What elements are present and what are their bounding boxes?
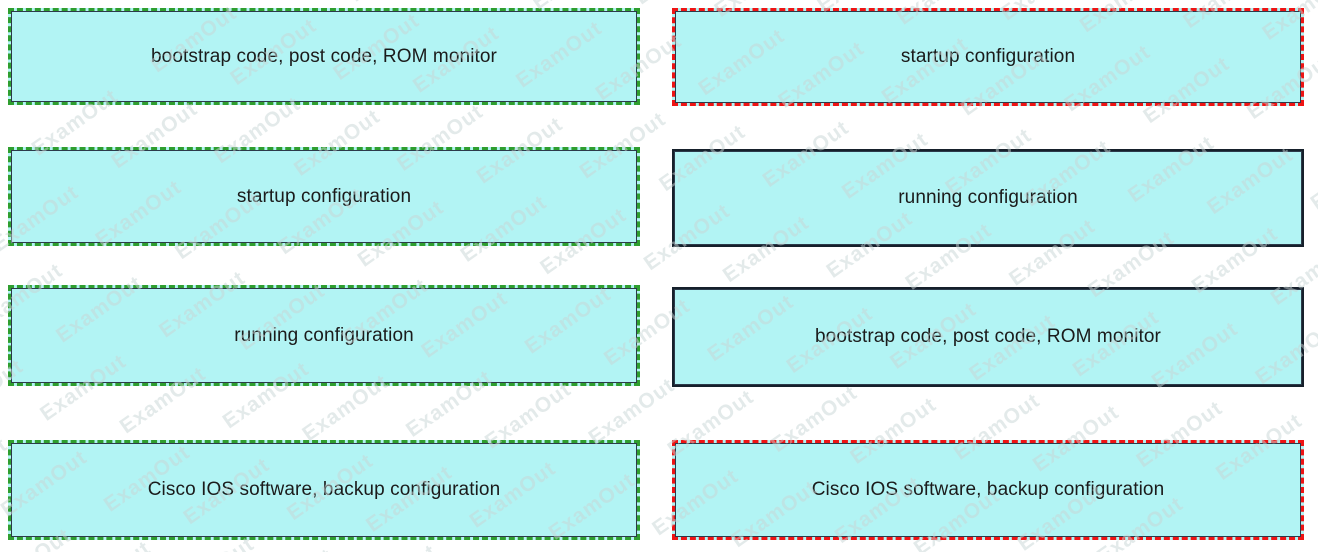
- left-box-2[interactable]: startup configuration: [8, 147, 640, 246]
- left-box-4[interactable]: Cisco IOS software, backup configuration: [8, 440, 640, 540]
- left-box-1[interactable]: bootstrap code, post code, ROM monitor: [8, 8, 640, 105]
- right-box-3-label: bootstrap code, post code, ROM monitor: [815, 326, 1161, 347]
- right-box-4[interactable]: Cisco IOS software, backup configuration: [672, 440, 1304, 540]
- right-box-2-label: running configuration: [898, 187, 1078, 208]
- right-column: startup configuration running configurat…: [672, 0, 1312, 552]
- right-box-3[interactable]: bootstrap code, post code, ROM monitor: [672, 287, 1304, 387]
- watermark-text: ExamOut: [0, 168, 4, 244]
- left-box-2-label: startup configuration: [236, 185, 412, 207]
- right-box-4-label: Cisco IOS software, backup configuration: [811, 479, 1165, 500]
- right-box-2[interactable]: running configuration: [672, 149, 1304, 247]
- left-column: bootstrap code, post code, ROM monitor s…: [8, 0, 648, 552]
- right-box-1-label: startup configuration: [900, 46, 1076, 67]
- left-box-3[interactable]: running configuration: [8, 285, 640, 386]
- right-box-1[interactable]: startup configuration: [672, 8, 1304, 106]
- left-box-3-label: running configuration: [234, 324, 414, 346]
- left-box-4-label: Cisco IOS software, backup configuration: [147, 479, 501, 500]
- left-box-1-label: bootstrap code, post code, ROM monitor: [151, 45, 497, 67]
